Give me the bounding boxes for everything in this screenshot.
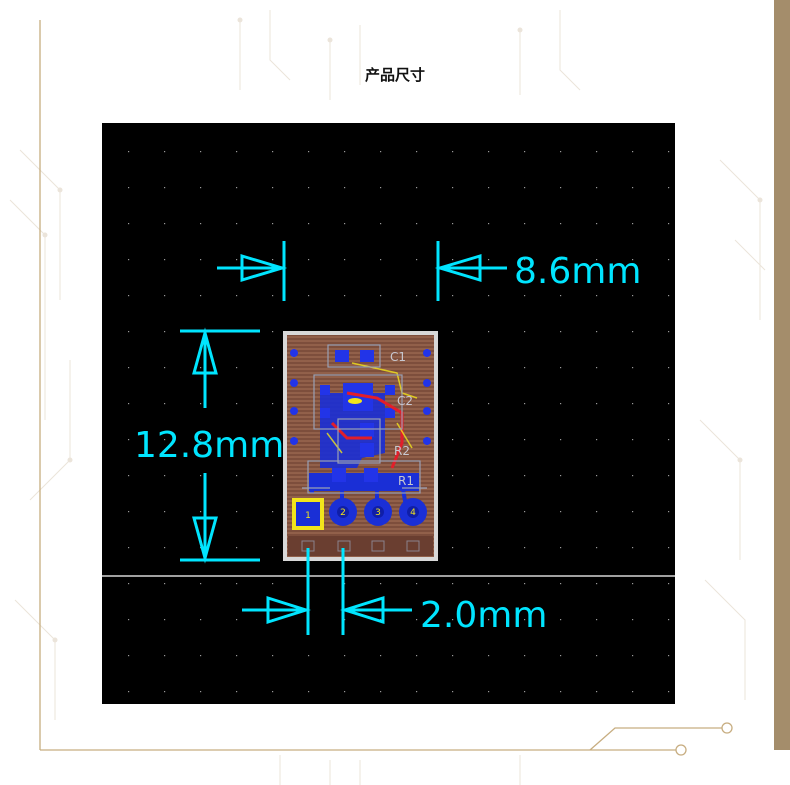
smd-pads [320, 350, 395, 482]
label-c2: C2 [397, 394, 413, 408]
pin-4-label: 4 [410, 508, 416, 518]
pitch-label: 2.0mm [420, 595, 547, 636]
pin-3-label: 3 [375, 508, 381, 518]
pcb-board: C1 C2 R2 R1 1 2 3 4 [283, 331, 438, 561]
pin-1-label: 1 [305, 511, 311, 521]
side-holes [290, 349, 431, 445]
label-r1: R1 [398, 474, 414, 488]
pcb-drawing: C1 C2 R2 R1 1 2 3 4 [102, 123, 675, 704]
ic-marker [348, 398, 362, 404]
pin-2-label: 2 [340, 508, 346, 518]
silkscreen [302, 344, 427, 494]
height-dimension [180, 327, 260, 564]
board-bottom-strip [288, 536, 433, 556]
width-dimension [217, 241, 507, 301]
pcb-layout-view: C1 C2 R2 R1 1 2 3 4 [102, 123, 675, 704]
side-accent-bar [774, 0, 790, 750]
page-title: 产品尺寸 [364, 66, 425, 84]
pitch-dimension [242, 548, 412, 635]
width-label: 8.6mm [514, 251, 641, 292]
label-r2: R2 [394, 444, 410, 458]
connector-pins: 1 2 3 4 [292, 498, 427, 530]
height-label: 12.8mm [134, 425, 284, 466]
label-c1: C1 [390, 350, 406, 364]
